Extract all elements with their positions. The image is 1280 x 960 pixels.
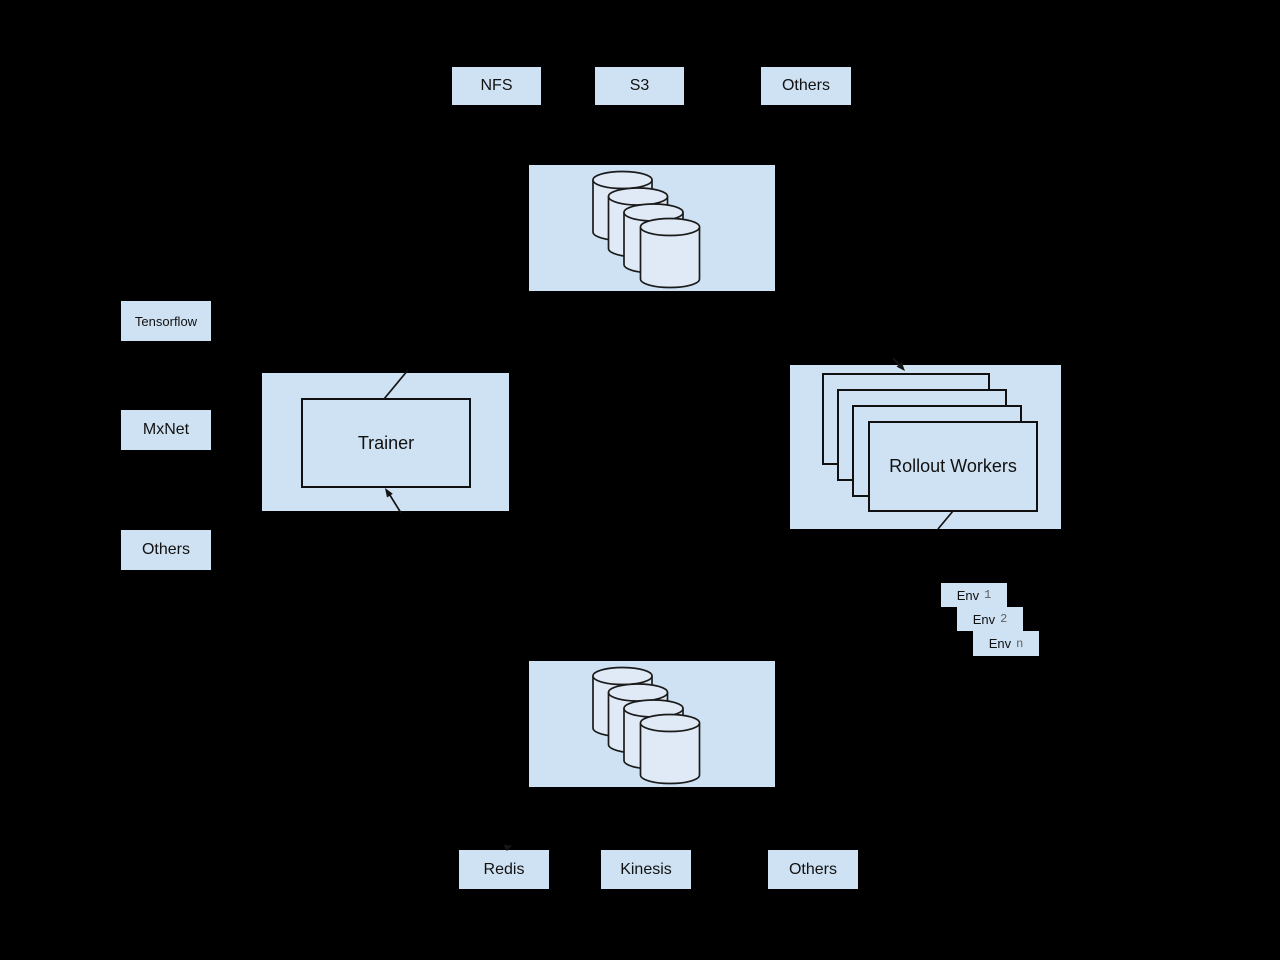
node-s3: S3 <box>595 67 684 105</box>
env-n-label: Env <box>988 636 1012 651</box>
env-1-index: 1 <box>984 588 992 602</box>
database-cylinders-icon <box>592 170 701 289</box>
trainer-group: Trainer <box>262 373 509 511</box>
env-1-label: Env <box>956 587 980 603</box>
trainer-node: Trainer <box>301 398 471 488</box>
node-kinesis-label: Kinesis <box>620 860 672 878</box>
database-cylinders-icon <box>592 666 701 785</box>
rollout-workers-node: Rollout Workers <box>868 421 1038 512</box>
node-others-bottom: Others <box>768 850 858 889</box>
trainer-label: Trainer <box>357 432 415 453</box>
rollout-workers-group: Rollout Workers <box>790 365 1061 529</box>
node-others-bottom-label: Others <box>788 860 837 878</box>
node-redis: Redis <box>459 850 549 889</box>
env-2-label: Env <box>972 611 996 627</box>
node-tensorflow-label: Tensorflow <box>134 313 198 329</box>
rollout-workers-label: Rollout Workers <box>889 456 1017 476</box>
env-1-node: Env 1 <box>941 583 1007 607</box>
node-s3-label: S3 <box>629 77 650 94</box>
node-tensorflow: Tensorflow <box>121 301 211 341</box>
env-n-node: Env n <box>973 631 1039 656</box>
node-others-top: Others <box>761 67 851 105</box>
node-others-top-label: Others <box>781 77 830 94</box>
node-redis-label: Redis <box>483 860 525 878</box>
node-others-left-label: Others <box>141 541 190 558</box>
storage-box-top <box>529 165 775 291</box>
env-2-node: Env 2 <box>957 607 1023 631</box>
env-n-index: n <box>1016 636 1024 651</box>
node-nfs: NFS <box>452 67 541 105</box>
env-2-index: 2 <box>1000 612 1008 626</box>
node-others-left: Others <box>121 530 211 570</box>
node-kinesis: Kinesis <box>601 850 691 889</box>
node-mxnet: MxNet <box>121 410 211 450</box>
node-mxnet-label: MxNet <box>142 421 190 438</box>
node-nfs-label: NFS <box>480 77 513 94</box>
storage-box-bottom <box>529 661 775 787</box>
